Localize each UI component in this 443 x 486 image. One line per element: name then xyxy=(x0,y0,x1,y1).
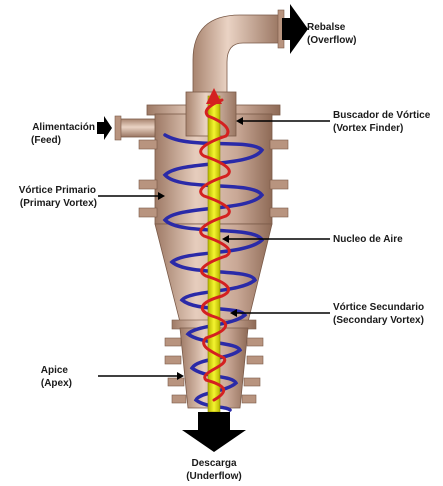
feed-label-en: (Feed) xyxy=(31,135,61,146)
overflow-pipe xyxy=(193,10,284,100)
feed-label-es: Alimentación xyxy=(32,122,95,133)
underflow-label-es: Descarga xyxy=(191,458,236,469)
secondary-vortex-label-es: Vórtice Secundario xyxy=(333,302,424,313)
overflow-label-es: Rebalse xyxy=(307,22,346,33)
feed-inlet-pipe xyxy=(115,116,158,140)
primary-vortex-label-es: Vórtice Primario xyxy=(19,185,96,196)
overflow-arrow xyxy=(282,4,308,54)
underflow-label-en: (Underflow) xyxy=(186,471,242,482)
underflow-arrow xyxy=(182,412,246,452)
vortex-finder-label-es: Buscador de Vórtice xyxy=(333,110,431,121)
feed-arrow xyxy=(97,116,112,140)
apex-label-en: (Apex) xyxy=(41,378,72,389)
primary-vortex-label-en: (Primary Vortex) xyxy=(20,198,97,209)
overflow-label-en: (Overflow) xyxy=(307,35,356,46)
vortex-finder-label-en: (Vortex Finder) xyxy=(333,123,403,134)
air-core-label: Nucleo de Aire xyxy=(333,234,403,245)
secondary-vortex-label-en: (Secondary Vortex) xyxy=(333,315,424,326)
apex-label-es: Apice xyxy=(41,365,69,376)
